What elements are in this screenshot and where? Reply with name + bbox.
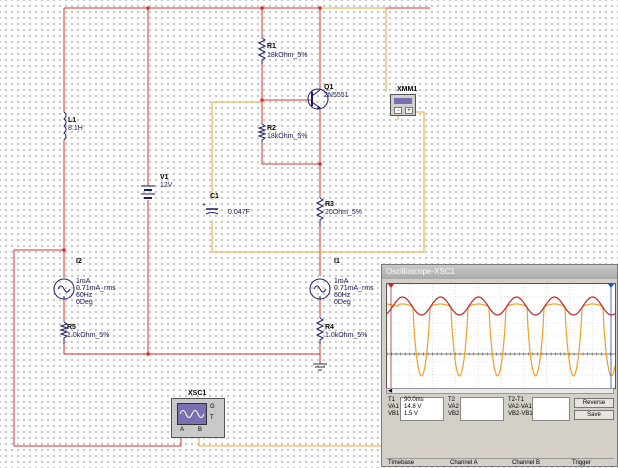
resistor-r4[interactable]: [315, 317, 325, 344]
section-trigger: Trigger: [572, 460, 591, 466]
multimeter-terminal-minus[interactable]: -: [394, 107, 402, 114]
q1-value: 2N5551: [324, 92, 349, 99]
oscilloscope-section-headers: Timebase Channel A Channel B Trigger: [386, 458, 614, 468]
c1-ref: C1: [210, 193, 219, 200]
r1-ref: R1: [267, 43, 276, 50]
readout-va1-label: VA1: [388, 404, 399, 410]
l1-value: 8.1H: [68, 125, 83, 132]
save-button[interactable]: Save: [574, 410, 614, 420]
inductor-l1[interactable]: [63, 111, 67, 141]
oscilloscope-title-bar[interactable]: Oscilloscope-XSC1: [382, 265, 617, 279]
capacitor-c1[interactable]: +: [202, 202, 219, 215]
r5-ref: R5: [67, 324, 76, 331]
channel-b-trace: [386, 303, 616, 377]
i1-line2: 0.71mA_rms: [334, 285, 374, 292]
multimeter-display: [394, 98, 412, 104]
i1-line4: 0Deg: [334, 299, 351, 306]
multimeter-xmm1[interactable]: - +: [390, 94, 416, 116]
readout-vb1-label: VB1: [388, 411, 400, 417]
readout-vb2-label: VB2: [448, 411, 460, 417]
xsc1-terminal-g[interactable]: G: [210, 404, 215, 410]
r1-value: 18kOhm_5%: [267, 52, 307, 59]
r4-ref: R4: [325, 324, 334, 331]
readout-va2-label: VA2: [448, 404, 459, 410]
i2-line4: 0Deg: [76, 299, 93, 306]
i2-line3: 60Hz: [76, 292, 93, 299]
current-source-i1[interactable]: [309, 278, 331, 300]
red-wires: [13, 7, 430, 447]
section-channel-b: Channel B: [512, 460, 541, 466]
v1-value: 12V: [160, 182, 173, 189]
oscilloscope-screen: [386, 283, 616, 389]
readout-time-value: 90.0ms: [404, 397, 424, 403]
oscilloscope-readout: T1 VA1 VB1 90.0ms 14.8 V 1.5 V T2 VA2 VB…: [386, 397, 614, 425]
oscilloscope-icon-screen: [177, 403, 207, 425]
junction-dots: [62, 6, 322, 356]
current-source-i2[interactable]: [53, 278, 75, 300]
readout-va2va1-label: VA2-VA1: [508, 404, 532, 410]
xsc1-terminal-b[interactable]: B: [198, 427, 203, 433]
oscilloscope-window[interactable]: Oscilloscope-XSC1 ◀ T1 VA1 VB1 90.0ms 14…: [381, 264, 618, 467]
r4-value: 1.0kOhm_5%: [325, 332, 367, 339]
xsc1-terminal-a[interactable]: A: [180, 427, 185, 433]
v1-ref: V1: [160, 174, 169, 181]
resistor-r2[interactable]: [257, 123, 267, 142]
readout-delta-box: [532, 397, 570, 421]
sine-wave-icon: [179, 410, 205, 418]
oscilloscope-traces: [386, 283, 616, 389]
i1-ref: I1: [334, 258, 340, 265]
xsc1-ref: XSC1: [188, 390, 206, 397]
multimeter-terminal-plus[interactable]: +: [405, 107, 413, 114]
xmm1-ref: XMM1: [397, 86, 417, 93]
readout-t2-box: [460, 397, 504, 421]
readout-t2-label: T2: [448, 397, 456, 403]
cursor-t2[interactable]: [608, 284, 614, 388]
resistor-r5[interactable]: [59, 321, 69, 344]
resistor-r1[interactable]: [257, 37, 267, 64]
readout-t2t1-label: T2-T1: [508, 397, 525, 403]
oscilloscope-scrollbar[interactable]: ◀: [386, 388, 614, 394]
r2-value: 18kOhm_5%: [267, 133, 307, 140]
reverse-button[interactable]: Reverse: [574, 398, 614, 408]
readout-t1-box: [400, 397, 444, 421]
i1-line1: 1mA: [334, 278, 349, 285]
cursor-t1[interactable]: [388, 284, 394, 388]
section-timebase: Timebase: [388, 460, 415, 466]
readout-vb1-value: 1.5 V: [404, 411, 419, 417]
readout-va1-value: 14.8 V: [404, 404, 422, 410]
r5-value: 1.0kOhm_5%: [67, 332, 109, 339]
readout-vb2vb1-label: VB2-VB1: [508, 411, 533, 417]
svg-text:+: +: [202, 202, 206, 209]
r2-ref: R2: [267, 125, 276, 132]
transistor-q1[interactable]: [307, 88, 329, 110]
battery-v1[interactable]: [141, 185, 155, 199]
r3-value: 20Ohm_5%: [325, 209, 362, 216]
channel-a-trace: [386, 296, 616, 316]
section-channel-a: Channel A: [450, 460, 478, 466]
i2-line1: 1mA: [76, 278, 91, 285]
i1-line3: 60Hz: [334, 292, 351, 299]
i2-ref: I2: [76, 258, 82, 265]
resistor-r3[interactable]: [315, 197, 325, 226]
orange-wires: [198, 7, 425, 447]
ground-symbol: [313, 363, 327, 371]
i2-line2: 0.71mA_rms: [76, 285, 116, 292]
c1-value: 0.047F: [228, 209, 250, 216]
scroll-left-arrow-icon[interactable]: ◀: [387, 388, 393, 394]
oscilloscope-xsc1-instrument[interactable]: G T A B: [171, 398, 225, 438]
l1-ref: L1: [68, 117, 76, 124]
r3-ref: R3: [325, 201, 334, 208]
readout-t1-label: T1: [388, 397, 396, 403]
q1-ref: Q1: [324, 84, 333, 91]
xsc1-terminal-t[interactable]: T: [210, 415, 214, 421]
